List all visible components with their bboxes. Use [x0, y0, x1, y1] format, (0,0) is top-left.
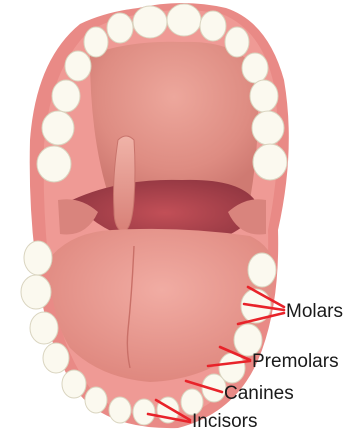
molars-label: Molars	[286, 302, 343, 321]
incisors-label: Incisors	[192, 412, 257, 431]
uvula	[114, 136, 136, 232]
premolars-label: Premolars	[252, 352, 339, 371]
canines-label: Canines	[224, 384, 294, 403]
